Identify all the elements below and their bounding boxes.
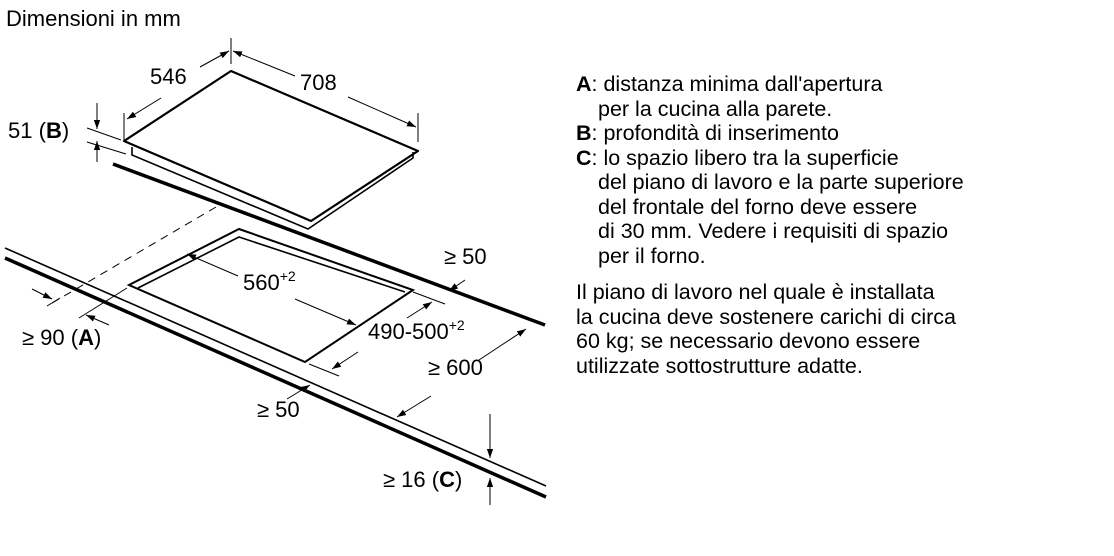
load-note: Il piano di lavoro nel quale è installat… [576, 280, 1106, 378]
label-546: 546 [150, 64, 187, 89]
label-front-50: ≥ 50 [257, 397, 300, 422]
dim-560-arrow [186, 253, 239, 277]
note-line: 60 kg; se necessario devono essere [576, 329, 921, 353]
note-line: la cucina deve sostenere carichi di circ… [576, 304, 957, 329]
legend-c-line: di 30 mm. Vedere i requisiti di spazio [598, 219, 949, 243]
label-51-b: 51 (B) [8, 118, 69, 143]
note-line: utilizzate sottostrutture adatte. [576, 353, 863, 378]
hob-body [131, 147, 414, 230]
projection-dashed-line [46, 206, 217, 307]
legend-a: A: distanza minima dall'apertura [576, 72, 883, 96]
worktop-back-edge [112, 162, 546, 327]
label-90-a: ≥ 90 (A) [22, 325, 101, 350]
dim-back-50-arrow [448, 279, 466, 292]
dim-708-arrow [232, 50, 296, 77]
label-560: 560+2 [243, 268, 296, 295]
dim-546-arrow [126, 97, 162, 120]
worktop-front-edge-top [4, 247, 547, 487]
dim-600-arrow [478, 328, 527, 361]
legend-b: B: profondità di inserimento [576, 121, 839, 145]
legend: A: distanza minima dall'apertura per la … [576, 72, 1106, 378]
note-line: Il piano di lavoro nel quale è installat… [576, 280, 935, 304]
dim-90-arrow-right [85, 314, 110, 326]
legend-c-line: del piano di lavoro e la parte superiore [598, 170, 964, 194]
legend-c-line: del frontale del forno deve essere [598, 194, 918, 219]
legend-c-line: per il forno. [598, 243, 706, 268]
label-back-50: ≥ 50 [444, 244, 487, 269]
label-708: 708 [300, 70, 337, 95]
dim-front-50-arrow [286, 384, 311, 400]
hob-top-surface [122, 69, 420, 223]
dim-490-arrow [406, 301, 433, 319]
legend-a-line: per la cucina alla parete. [598, 96, 833, 121]
label-490-500: 490-500+2 [368, 317, 465, 344]
cutout-outline [126, 227, 416, 364]
dim-90-arrow-left [31, 288, 53, 300]
cutout-inner-edge [137, 236, 406, 293]
legend-c: C: lo spazio libero tra la superficie [576, 145, 899, 170]
diagram-title: Dimensioni in mm [6, 6, 181, 31]
worktop-front-edge [4, 256, 547, 499]
label-16-c: ≥ 16 (C) [383, 467, 462, 492]
label-600: ≥ 600 [428, 355, 483, 380]
